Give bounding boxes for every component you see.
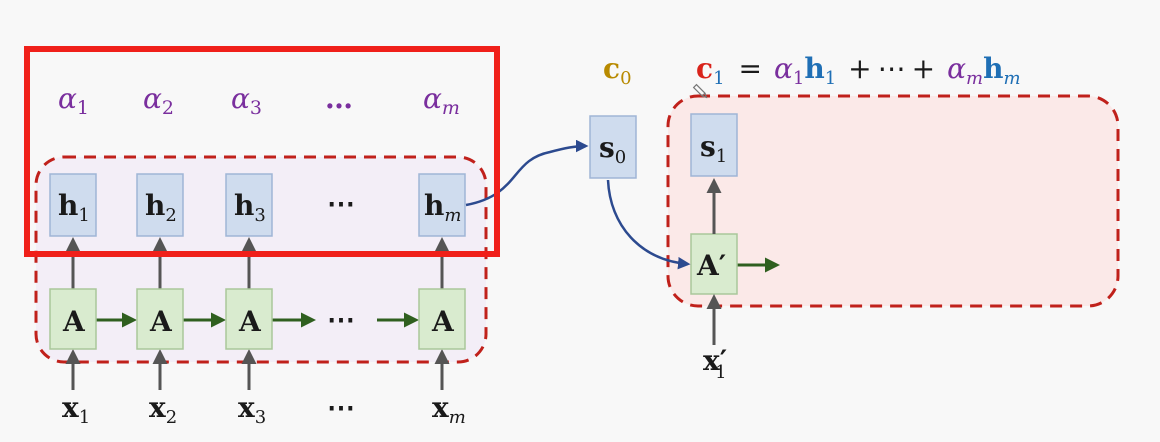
cell-label-2: A	[149, 305, 173, 338]
hidden-labels: h1 h2 h3 ⋯ hm	[58, 187, 461, 226]
hidden-states	[49, 173, 466, 237]
input-arrows	[65, 349, 450, 390]
recurrent-arrows	[96, 257, 780, 328]
eq-equals: =	[739, 52, 762, 85]
pen-cursor-icon	[692, 83, 708, 99]
alpha-3: α3	[231, 82, 262, 119]
eq-alpha-1: α	[774, 52, 793, 85]
decoder-state-s0-label: s0	[599, 131, 626, 168]
encoder-cells	[49, 288, 466, 350]
eq-plus-1: +	[848, 52, 871, 85]
eq-alpha-m: α	[947, 52, 966, 85]
input-label-3: x3	[238, 391, 266, 428]
cell-to-hidden-arrows	[65, 237, 450, 289]
s0-to-decoder-arrow	[606, 179, 691, 270]
attention-highlight-box	[24, 46, 500, 257]
hidden-label-1: h1	[58, 189, 90, 226]
encoder-cell	[418, 288, 466, 350]
alpha-2: α2	[143, 82, 174, 119]
decoder-state-s0-box	[589, 115, 637, 179]
alpha-1: α1	[58, 82, 89, 119]
decoder-input-label: x′1	[703, 344, 727, 383]
cell-label-m: A	[431, 305, 455, 338]
context-c0-label: c0	[603, 52, 632, 89]
encoder-cell	[136, 288, 184, 350]
alpha-dots: …	[325, 82, 353, 115]
eq-dots: ⋯	[878, 52, 906, 85]
input-label-dots: ⋯	[327, 391, 355, 424]
decoder-state-s1-box	[690, 113, 738, 177]
decoder-region	[666, 94, 1120, 308]
hidden-label-3: h3	[234, 189, 266, 226]
context-equation: c1=α1h1+⋯+αmhm	[696, 52, 1021, 89]
cell-label-3: A	[238, 305, 262, 338]
cell-label-dots: ⋯	[327, 303, 355, 336]
hidden-label-dots: ⋯	[327, 187, 355, 220]
cell-labels: A A A ⋯ A	[62, 303, 455, 338]
encoder-cell	[49, 288, 97, 350]
input-label-2: x2	[149, 391, 177, 428]
decoder-state-s1-label: s1	[700, 130, 727, 167]
alpha-row: α1 α2 α3 … αm	[58, 82, 460, 119]
hidden-state-box	[136, 173, 184, 237]
hidden-state-box	[225, 173, 273, 237]
eq-h-m: h	[983, 52, 1003, 85]
input-labels: x1 x2 x3 ⋯ xm	[62, 391, 466, 428]
input-label-1: x1	[62, 391, 90, 428]
eq-h-1: h	[804, 52, 824, 85]
cell-label-1: A	[62, 305, 86, 338]
hidden-state-box	[418, 173, 466, 237]
encoder-cell	[225, 288, 273, 350]
hidden-state-box	[49, 173, 97, 237]
decoder-cell-label: A′	[696, 249, 726, 282]
alpha-m: αm	[423, 82, 460, 119]
eq-plus-2: +	[912, 52, 935, 85]
eq-lhs-c: c	[696, 52, 713, 85]
eq-lhs-sub: 1	[713, 68, 724, 89]
input-label-m: xm	[432, 391, 466, 428]
hidden-label-m: hm	[424, 189, 461, 226]
hidden-label-2: h2	[145, 189, 177, 226]
